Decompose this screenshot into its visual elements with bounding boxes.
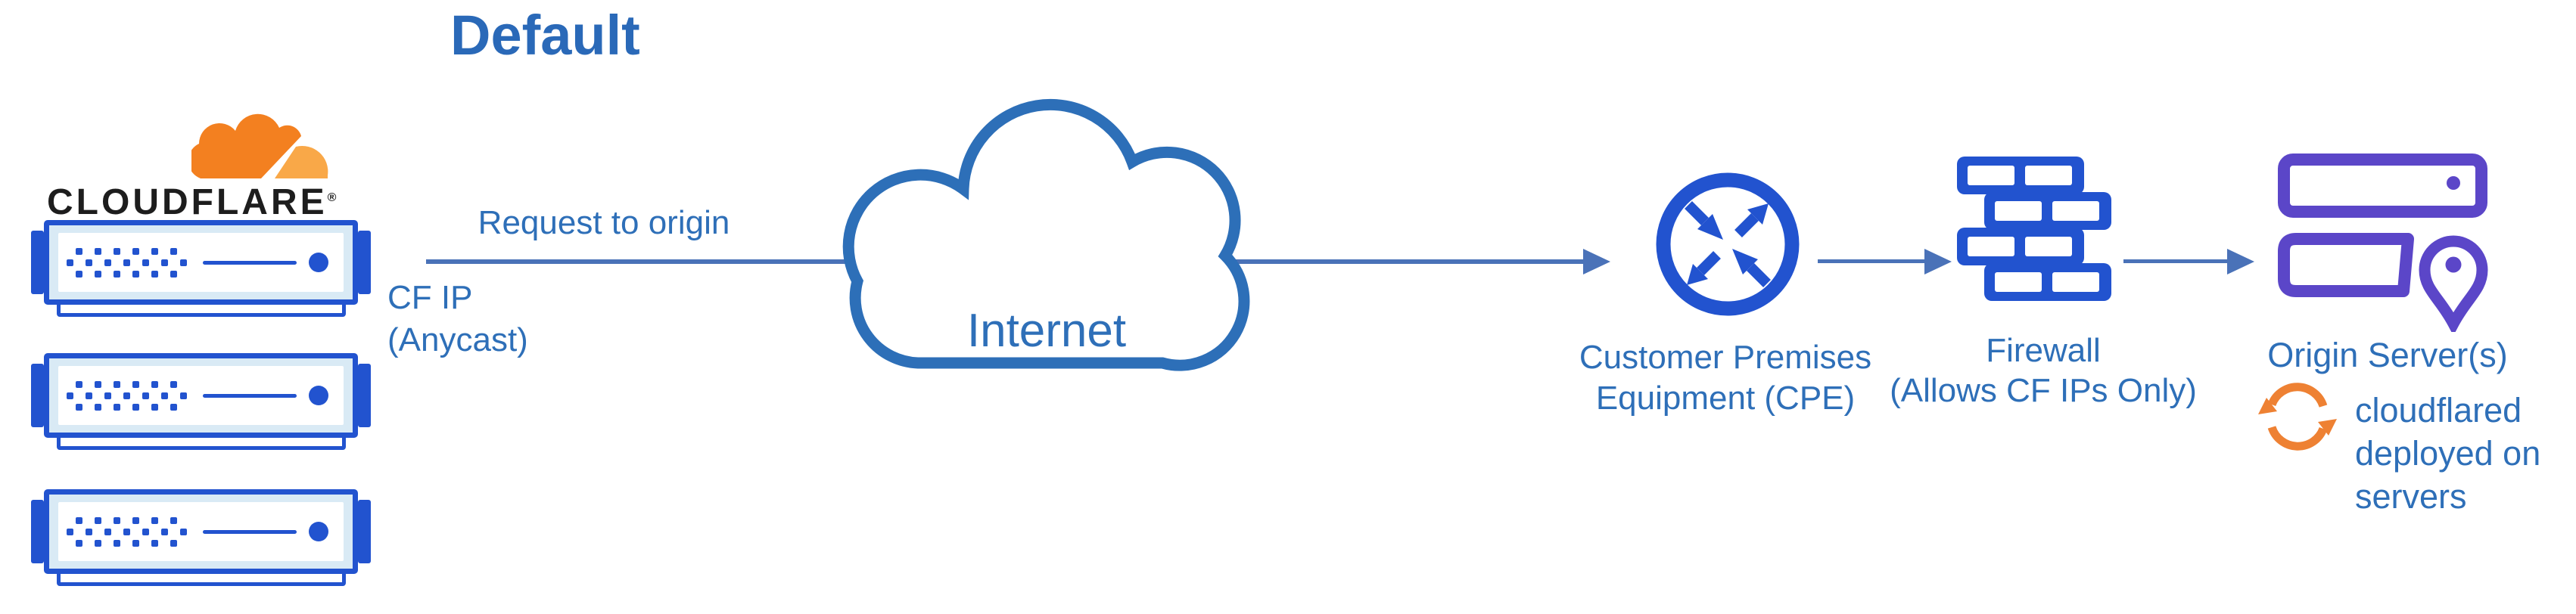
cf-ip-label: CF IP (Anycast) [387,279,528,358]
cloudflare-wordmark: CLOUDFLARE® [47,182,337,222]
cpe-firewall-line [1818,259,1924,263]
edge-server-icon [31,220,371,318]
request-to-origin-label: Request to origin [478,204,730,241]
edge-server-icon [31,353,371,451]
firewall-origin-line [2123,259,2227,263]
registered-mark: ® [327,191,337,204]
router-arrows [1685,201,1771,287]
origin-server-icon [2278,154,2494,332]
cpe-label: Customer Premises Equipment (CPE) [1579,339,1872,417]
firewall-icon [1957,157,2111,301]
origin-server-label: Origin Server(s) [2267,336,2508,374]
request-connector-arrowhead [1583,249,1610,274]
cpe-firewall-arrowhead [1924,249,1952,274]
firewall-origin-arrowhead [2227,249,2254,274]
internet-label: Internet [966,305,1127,357]
firewall-label: Firewall (Allows CF IPs Only) [1890,332,2197,409]
cloudflared-note: cloudflared deployed on servers [2355,391,2541,516]
internet-cloud-icon [842,98,1250,371]
location-pin-icon [2413,229,2494,332]
sync-icon [2258,383,2337,451]
cpe-router-icon [1656,172,1800,316]
cloudflare-logo-icon [191,113,328,178]
edge-server-icon [31,489,371,588]
page-title: Default [450,4,640,67]
